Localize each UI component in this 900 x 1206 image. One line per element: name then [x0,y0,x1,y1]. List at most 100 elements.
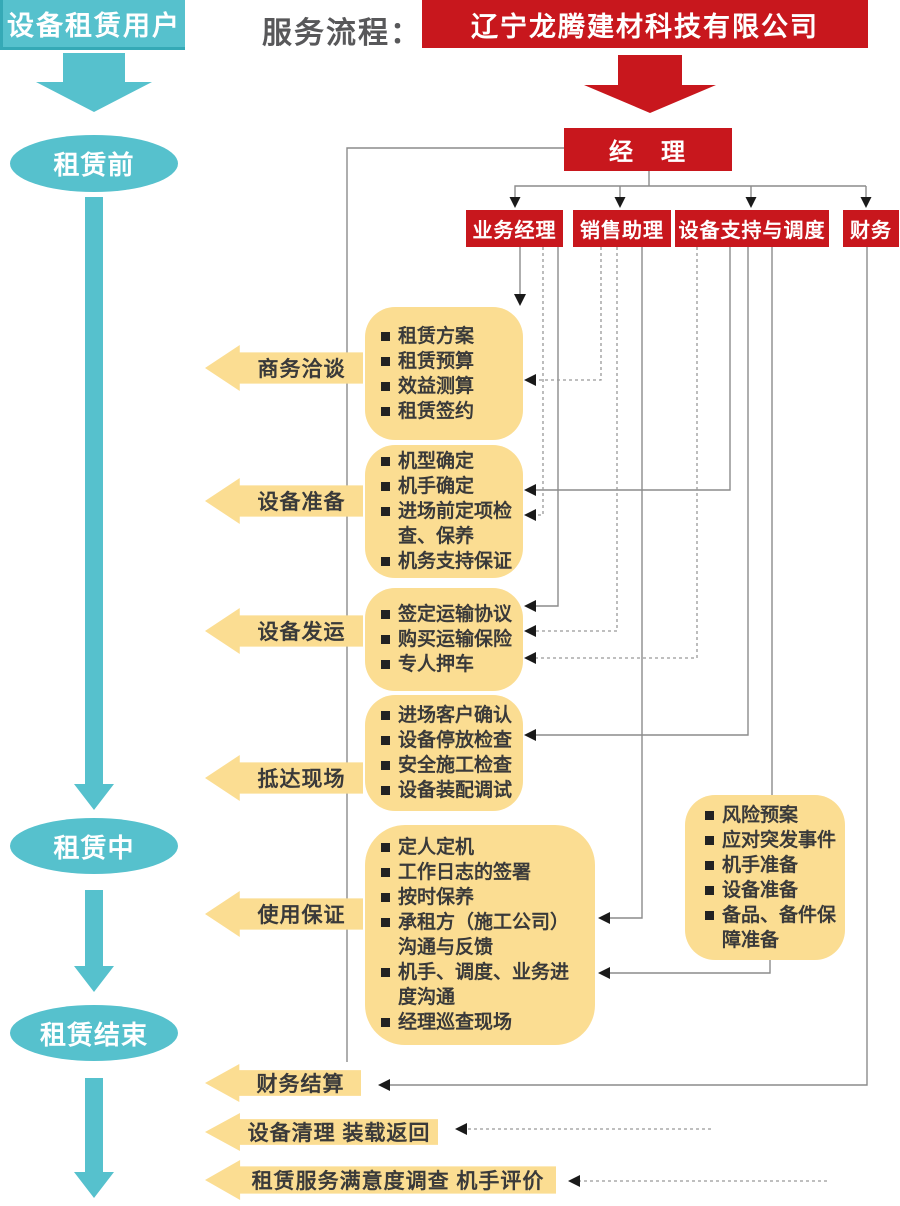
list-item: 备品、备件保障准备 [705,903,837,953]
stage-pre-rental: 租赁前 [10,135,178,192]
bullet-icon [381,406,390,416]
list-item-text: 设备准备 [722,879,799,901]
list-item: 安全施工检查 [381,753,515,778]
detail-list: 签定运输协议购买运输保险专人押车 [381,602,515,677]
list-item-text: 工作日志的签署 [398,862,532,883]
dept-finance: 财务 [843,210,899,247]
bullet-icon [705,910,714,920]
list-item: 风险预案 [705,803,837,828]
arrowhead-left-prep1 [524,484,536,496]
arrowhead-left-ship3 [524,652,536,664]
arrowhead-down-negotiation [514,294,526,306]
list-item-text: 进场前定项检查、保养 [398,501,513,547]
arrowhead-left-settlement [378,1079,390,1091]
connector-bizmgr-to-shipping-box [536,247,559,607]
list-item: 签定运输协议 [381,602,515,627]
list-item: 机型确定 [381,449,515,474]
step-label: 商务洽谈 [257,358,346,381]
dept-label: 销售助理 [580,220,664,242]
list-item: 专人押车 [381,652,515,677]
list-item-text: 机手、调度、业务进度沟通 [398,962,570,1008]
list-item: 购买运输保险 [381,627,515,652]
bullet-icon [381,761,390,770]
connector-manager-left-rail [346,147,564,1062]
flow-arrow-during-to-end [74,890,114,992]
dept-business-manager: 业务经理 [466,210,563,247]
detail-box-business-negotiation: 租赁方案租赁预算效益测算租赁签约 [365,307,523,440]
arrowhead-left-cleanup [455,1123,467,1135]
list-item-text: 经理巡查现场 [398,1012,513,1033]
arrowhead-down-dispatch [745,197,757,208]
list-item-text: 按时保养 [398,887,475,908]
bullet-icon [381,893,390,902]
detail-list: 定人定机工作日志的签署按时保养承租方（施工公司）沟通与反馈机手、调度、业务进度沟… [381,835,587,1035]
list-item-text: 机手准备 [722,854,799,876]
company-box: 辽宁龙腾建材科技有限公司 [422,0,868,48]
arrowhead-left-ship1 [524,600,536,612]
list-item-text: 进场客户确认 [398,705,513,726]
company-to-manager-arrow [584,55,716,113]
step-label: 设备发运 [257,621,346,644]
list-item: 机手准备 [705,853,837,878]
list-item-text: 承租方（施工公司）沟通与反馈 [398,912,570,958]
dashed-sales-to-shipping-box [536,247,618,632]
bullet-icon [705,835,714,845]
bullet-icon [705,810,714,820]
bullet-icon [381,457,390,466]
list-item-text: 机务支持保证 [398,551,513,572]
dashed-sales-to-negotiation-box [536,247,602,381]
bullet-icon [381,660,390,669]
step-label: 使用保证 [257,904,346,927]
list-item: 租赁方案 [381,324,515,349]
list-item: 机手确定 [381,474,515,499]
bullet-icon [381,557,390,566]
bullet-icon [381,635,390,644]
list-item-text: 租赁预算 [398,350,475,372]
flow-title: 服务流程： [262,17,422,50]
bullet-icon [381,610,390,619]
list-item-text: 定人定机 [398,837,475,858]
bullet-icon [705,885,714,895]
detail-box-risk-plan: 风险预案应对突发事件机手准备设备准备备品、备件保障准备 [685,795,845,960]
bullet-icon [381,968,390,977]
arrowhead-left-arrival [524,729,536,741]
list-item-text: 风险预案 [722,804,799,826]
list-item-text: 机手确定 [398,476,475,497]
user-entry-label: 设备租赁用户 [7,11,181,41]
list-item-text: 签定运输协议 [398,604,513,625]
step-label: 设备清理 装载返回 [247,1122,431,1145]
step-satisfaction-survey: 租赁服务满意度调查 机手评价 [205,1160,556,1200]
step-site-arrival: 抵达现场 [205,755,363,801]
manager-box: 经 理 [564,128,732,171]
bullet-icon [381,381,390,391]
bullet-icon [381,918,390,927]
bullet-icon [381,711,390,720]
bullet-icon [381,507,390,516]
list-item: 承租方（施工公司）沟通与反馈 [381,910,587,960]
dashed-dispatch-to-shipping-box [536,247,698,659]
list-item-text: 机型确定 [398,451,475,472]
step-label: 租赁服务满意度调查 机手评价 [251,1170,545,1193]
dept-label: 业务经理 [472,220,557,242]
list-item: 定人定机 [381,835,587,860]
detail-box-equipment-shipping: 签定运输协议购买运输保险专人押车 [365,588,523,691]
stage-label: 租赁前 [53,150,135,180]
list-item-text: 租赁签约 [398,400,475,422]
step-label: 设备准备 [257,491,346,514]
step-equipment-shipping: 设备发运 [205,608,363,654]
dashed-connectors [467,247,827,1182]
detail-box-usage-guarantee: 定人定机工作日志的签署按时保养承租方（施工公司）沟通与反馈机手、调度、业务进度沟… [365,825,595,1045]
connector-finance-to-settlement [390,247,868,1086]
list-item: 效益测算 [381,374,515,399]
list-item-text: 租赁方案 [398,325,475,347]
step-business-negotiation: 商务洽谈 [205,345,363,391]
arrowhead-down-bizmgr [509,197,521,208]
list-item: 设备停放检查 [381,728,515,753]
step-financial-settlement: 财务结算 [205,1064,361,1102]
connector-branch-bar [514,185,866,197]
list-item: 机手、调度、业务进度沟通 [381,960,587,1010]
bullet-icon [381,786,390,795]
bullet-icon [381,356,390,366]
